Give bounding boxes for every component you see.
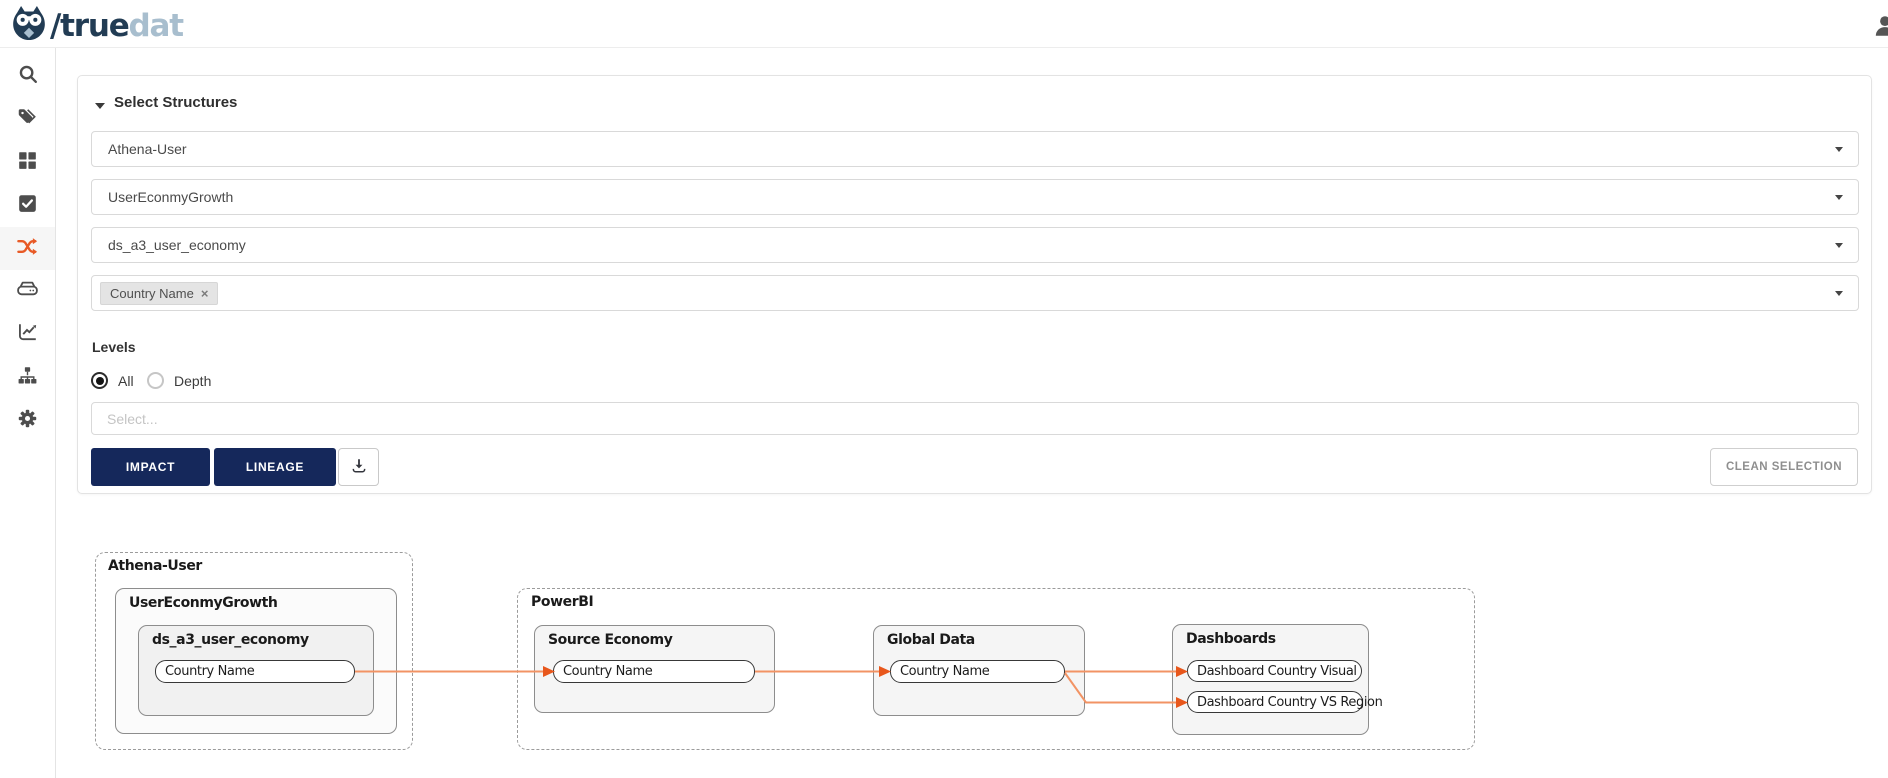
group-label: PowerBI bbox=[531, 594, 594, 610]
grid-icon bbox=[17, 150, 38, 176]
sidebar-item-lineage[interactable] bbox=[0, 227, 55, 270]
lineage-group-powerbi: PowerBI bbox=[517, 588, 1475, 750]
select-table-value: ds_a3_user_economy bbox=[108, 237, 246, 253]
app-header: /truedat bbox=[0, 0, 1888, 48]
shuffle-icon bbox=[16, 235, 39, 263]
sidebar-item-glossary[interactable] bbox=[0, 98, 55, 141]
box-label: UserEconmyGrowth bbox=[129, 595, 278, 611]
gear-icon bbox=[17, 408, 38, 434]
lineage-button[interactable]: LINEAGE bbox=[214, 448, 336, 486]
tag-icon bbox=[17, 107, 38, 133]
lineage-node-country-name-source-table[interactable]: Country Name bbox=[155, 660, 355, 683]
levels-label: Levels bbox=[92, 339, 136, 355]
truedat-logo[interactable]: /truedat bbox=[10, 4, 185, 47]
check-square-icon bbox=[17, 193, 38, 219]
user-avatar-icon[interactable] bbox=[1872, 13, 1888, 44]
select-database[interactable]: UserEconmyGrowth bbox=[91, 179, 1859, 215]
sitemap-icon bbox=[17, 365, 38, 391]
impact-button[interactable]: IMPACT bbox=[91, 448, 210, 486]
box-label: Source Economy bbox=[548, 632, 673, 648]
panel-title: Select Structures bbox=[114, 94, 238, 111]
chip-remove-icon[interactable]: × bbox=[200, 286, 209, 301]
box-label: Global Data bbox=[887, 632, 975, 648]
select-source-system-value: Athena-User bbox=[108, 141, 187, 157]
lineage-node-country-name-global-data[interactable]: Country Name bbox=[890, 660, 1065, 683]
logo-true: true bbox=[60, 7, 130, 44]
sidebar-item-settings[interactable] bbox=[0, 399, 55, 442]
sidebar-item-catalog[interactable] bbox=[0, 141, 55, 184]
lineage-node-dashboard-country-visual[interactable]: Dashboard Country Visual bbox=[1187, 660, 1362, 682]
chevron-down-icon bbox=[1835, 195, 1843, 200]
group-label: Athena-User bbox=[108, 558, 202, 574]
select-source-system[interactable]: Athena-User bbox=[91, 131, 1859, 167]
depth-select-input[interactable] bbox=[91, 402, 1859, 435]
select-table[interactable]: ds_a3_user_economy bbox=[91, 227, 1859, 263]
sidebar-item-dashboards[interactable] bbox=[0, 313, 55, 356]
chevron-down-icon bbox=[1835, 147, 1843, 152]
radio-all[interactable] bbox=[91, 372, 108, 389]
radio-depth[interactable] bbox=[147, 372, 164, 389]
hard-drive-icon bbox=[16, 278, 39, 306]
sidebar-item-data-sources[interactable] bbox=[0, 270, 55, 313]
lineage-group-athena-user: Athena-User bbox=[95, 552, 413, 750]
box-label: ds_a3_user_economy bbox=[152, 632, 309, 648]
select-field-multi[interactable]: Country Name × bbox=[91, 275, 1859, 311]
lineage-node-country-name-source-economy[interactable]: Country Name bbox=[553, 660, 755, 683]
sidebar-item-search[interactable] bbox=[0, 55, 55, 98]
radio-depth-label[interactable]: Depth bbox=[174, 373, 212, 389]
chevron-down-icon bbox=[1835, 291, 1843, 296]
owl-icon bbox=[10, 4, 48, 47]
sidebar-item-quality[interactable] bbox=[0, 184, 55, 227]
lineage-node-dashboard-country-vs-region[interactable]: Dashboard Country VS Region bbox=[1187, 691, 1383, 713]
box-label: Dashboards bbox=[1186, 631, 1276, 647]
logo-slash: / bbox=[50, 7, 61, 44]
download-icon bbox=[350, 457, 368, 478]
selected-field-chip: Country Name × bbox=[100, 282, 219, 305]
chevron-down-icon bbox=[1835, 243, 1843, 248]
clean-selection-button[interactable]: CLEAN SELECTION bbox=[1710, 448, 1858, 486]
search-icon bbox=[17, 63, 39, 90]
sidebar-item-taxonomy[interactable] bbox=[0, 356, 55, 399]
select-structures-panel: Select Structures Athena-User UserEconmy… bbox=[77, 75, 1872, 494]
sidebar-nav bbox=[0, 48, 56, 778]
select-database-value: UserEconmyGrowth bbox=[108, 189, 234, 205]
chip-label: Country Name bbox=[110, 286, 194, 301]
logo-dat: dat bbox=[128, 7, 185, 44]
logo-wordmark: /truedat bbox=[50, 7, 185, 44]
download-button[interactable] bbox=[338, 448, 379, 486]
collapse-caret-icon[interactable] bbox=[95, 103, 105, 109]
chart-line-icon bbox=[17, 321, 39, 348]
radio-all-label[interactable]: All bbox=[118, 373, 134, 389]
